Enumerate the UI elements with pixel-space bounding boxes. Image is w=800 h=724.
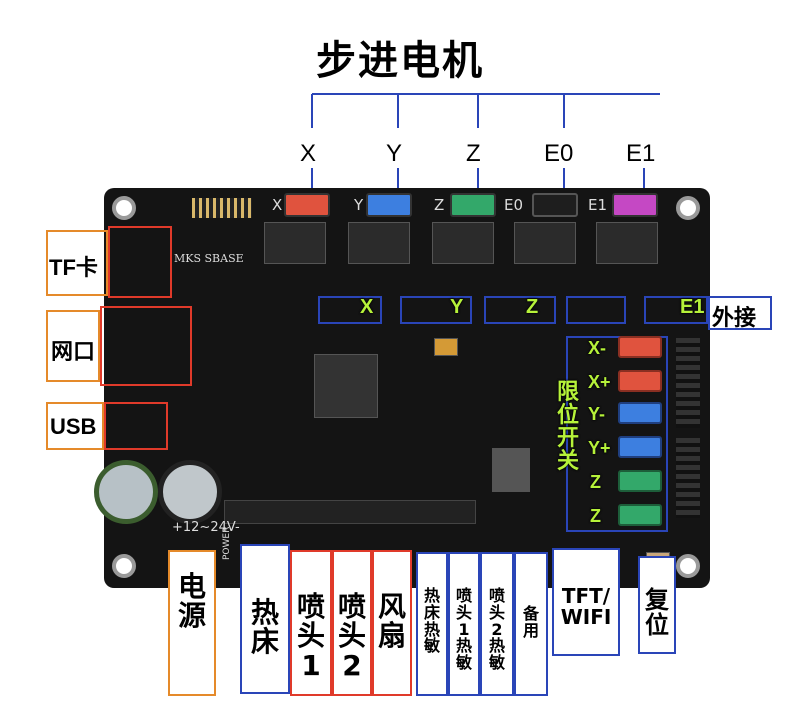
label-bed-thermistor: 热床热敏 xyxy=(416,552,448,696)
tf-label: TF卡 xyxy=(49,250,98,282)
board-name: MKS SBASE xyxy=(174,252,244,265)
limit-x-plus: X+ xyxy=(588,372,611,392)
capacitor xyxy=(94,460,158,524)
label-power-text: 电源 xyxy=(177,570,206,633)
label-nozzle2-thermistor-text: 喷头2热敏 xyxy=(488,586,505,673)
mcu-chip xyxy=(314,354,378,418)
motor-label-y: Y xyxy=(386,140,403,167)
ext-e-box xyxy=(566,296,626,324)
label-reset: 复位 xyxy=(638,556,676,654)
mount-hole xyxy=(676,196,700,220)
usb-port-box xyxy=(104,402,168,450)
tf-slot-box xyxy=(108,226,172,298)
limit-connector-x-plus xyxy=(618,370,662,392)
label-tft-wifi: TFT/WIFI xyxy=(552,548,620,656)
header-pins xyxy=(192,198,252,218)
label-fan: 风扇 xyxy=(372,550,412,696)
limit-connector-y-plus xyxy=(618,436,662,458)
ext-label-box xyxy=(708,296,772,330)
silk-e1: E1 xyxy=(588,196,608,214)
ext-x-box xyxy=(318,296,382,324)
label-nozzle2-thermistor: 喷头2热敏 xyxy=(480,552,514,696)
ext-z: Z xyxy=(526,296,539,318)
label-nozzle2-text: 喷头2 xyxy=(337,590,366,682)
regulator xyxy=(492,448,530,492)
dip-switch xyxy=(434,338,458,356)
ext-e1-box xyxy=(644,296,708,324)
limit-connector-z-1 xyxy=(618,470,662,492)
mount-hole xyxy=(112,554,136,578)
motor-label-e1: E1 xyxy=(626,140,656,167)
silk-x: X xyxy=(272,196,283,214)
silk-e0: E0 xyxy=(504,196,524,214)
label-reset-text: 复位 xyxy=(645,586,669,640)
motor-connector-e1 xyxy=(612,193,658,217)
limit-x-minus: X- xyxy=(588,338,606,358)
ext-y-box xyxy=(400,296,472,324)
heatsink xyxy=(224,500,476,524)
limit-z-1: Z xyxy=(590,472,601,492)
motor-connector-y xyxy=(366,193,412,217)
driver-chip xyxy=(264,222,326,264)
driver-chip xyxy=(348,222,410,264)
limit-switch-box xyxy=(566,336,668,532)
limit-y-plus: Y+ xyxy=(588,438,611,458)
mount-hole xyxy=(112,196,136,220)
limit-z-2: Z xyxy=(590,506,601,526)
ext-label: 外接 xyxy=(712,306,757,331)
label-nozzle1-thermistor: 喷头1热敏 xyxy=(448,552,480,696)
driver-chip xyxy=(432,222,494,264)
motor-label-z: Z xyxy=(466,140,481,167)
label-power: 电源 xyxy=(168,550,216,696)
ext-z-box xyxy=(484,296,556,324)
label-spare: 备用 xyxy=(514,552,548,696)
label-fan-text: 风扇 xyxy=(377,590,406,653)
label-bed-thermistor-text: 热床热敏 xyxy=(423,586,440,656)
motor-connector-e0 xyxy=(532,193,578,217)
ext-e1: E1 xyxy=(680,296,705,318)
driver-chip xyxy=(596,222,658,264)
ext-x: X xyxy=(360,296,374,318)
motor-label-x: X xyxy=(300,140,317,167)
net-label: 网口 xyxy=(51,334,96,366)
limit-y-minus: Y- xyxy=(588,404,606,424)
driver-chip xyxy=(514,222,576,264)
exp-header xyxy=(676,438,700,518)
mount-hole xyxy=(676,554,700,578)
usb-label: USB xyxy=(50,414,97,440)
ext-y: Y xyxy=(450,296,464,318)
motor-label-e0: E0 xyxy=(544,140,574,167)
capacitor xyxy=(158,460,222,524)
net-label-box xyxy=(46,310,100,382)
silk-z: Z xyxy=(434,196,445,214)
page-title: 步进电机 xyxy=(316,38,484,84)
power-silk: POWER xyxy=(222,526,232,560)
label-nozzle1-text: 喷头1 xyxy=(296,590,325,682)
label-nozzle2: 喷头2 xyxy=(332,550,372,696)
tf-label-box xyxy=(46,230,108,296)
motor-connector-x xyxy=(284,193,330,217)
motor-connector-z xyxy=(450,193,496,217)
label-bed-text: 热床 xyxy=(250,596,279,659)
label-tft-wifi-text: TFT/WIFI xyxy=(560,584,612,629)
silk-y: Y xyxy=(354,196,364,214)
usb-label-box xyxy=(46,402,104,450)
label-nozzle1: 喷头1 xyxy=(290,550,332,696)
limit-connector-x-minus xyxy=(618,336,662,358)
limit-switch-label: 限位开关 xyxy=(557,379,580,473)
voltage-label: +12~24V- xyxy=(172,520,240,535)
limit-connector-z-2 xyxy=(618,504,662,526)
label-nozzle1-thermistor-text: 喷头1热敏 xyxy=(455,586,472,673)
limit-connector-y-minus xyxy=(618,402,662,424)
label-spare-text: 备用 xyxy=(522,604,539,640)
label-bed: 热床 xyxy=(240,544,290,694)
net-port-box xyxy=(100,306,192,386)
exp-header xyxy=(676,338,700,428)
